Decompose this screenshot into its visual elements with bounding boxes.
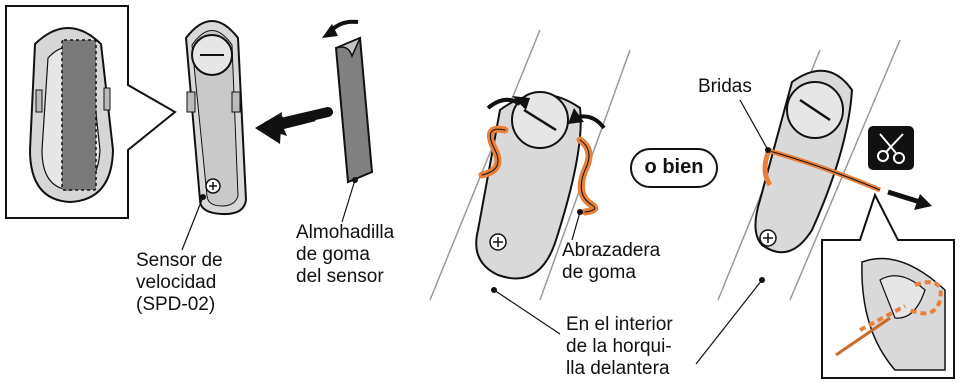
inset-pad-area — [5, 5, 177, 219]
speed-sensor — [184, 20, 248, 216]
label-cable-ties: Bridas — [698, 76, 752, 98]
label-sensor: Sensor de velocidad (SPD-02) — [136, 250, 223, 316]
label-pad-line-3: del sensor — [296, 266, 384, 287]
inset-tie-cut — [821, 192, 955, 379]
label-fork-inside: En el interior de la horqui- lla delante… — [566, 314, 673, 380]
or-badge: o bien — [630, 148, 718, 188]
label-sensor-line-1: Sensor de — [136, 250, 223, 271]
label-fork-inside-line-2: de la horqui- — [566, 336, 672, 357]
label-rubber-band: Abrazadera de goma — [562, 240, 660, 284]
label-fork-inside-line-3: lla delantera — [566, 358, 670, 379]
scissors-icon — [868, 126, 914, 170]
cut-direction-arrow-icon — [887, 189, 932, 210]
label-pad-line-2: de goma — [296, 244, 370, 265]
sensor-on-fork-ties — [754, 69, 881, 254]
insert-arrow-icon — [255, 107, 333, 144]
label-cable-ties-text: Bridas — [698, 76, 752, 97]
rubber-pad — [334, 36, 374, 184]
label-sensor-line-3: (SPD-02) — [136, 294, 216, 315]
label-rubber-band-line-2: de goma — [562, 262, 636, 283]
label-rubber-band-line-1: Abrazadera — [562, 240, 661, 261]
label-pad-line-1: Almohadilla — [296, 222, 395, 243]
label-pad: Almohadilla de goma del sensor — [296, 222, 394, 288]
label-sensor-line-2: velocidad — [136, 272, 217, 293]
sensor-on-fork-band — [475, 91, 599, 280]
label-fork-inside-line-1: En el interior — [566, 314, 673, 335]
